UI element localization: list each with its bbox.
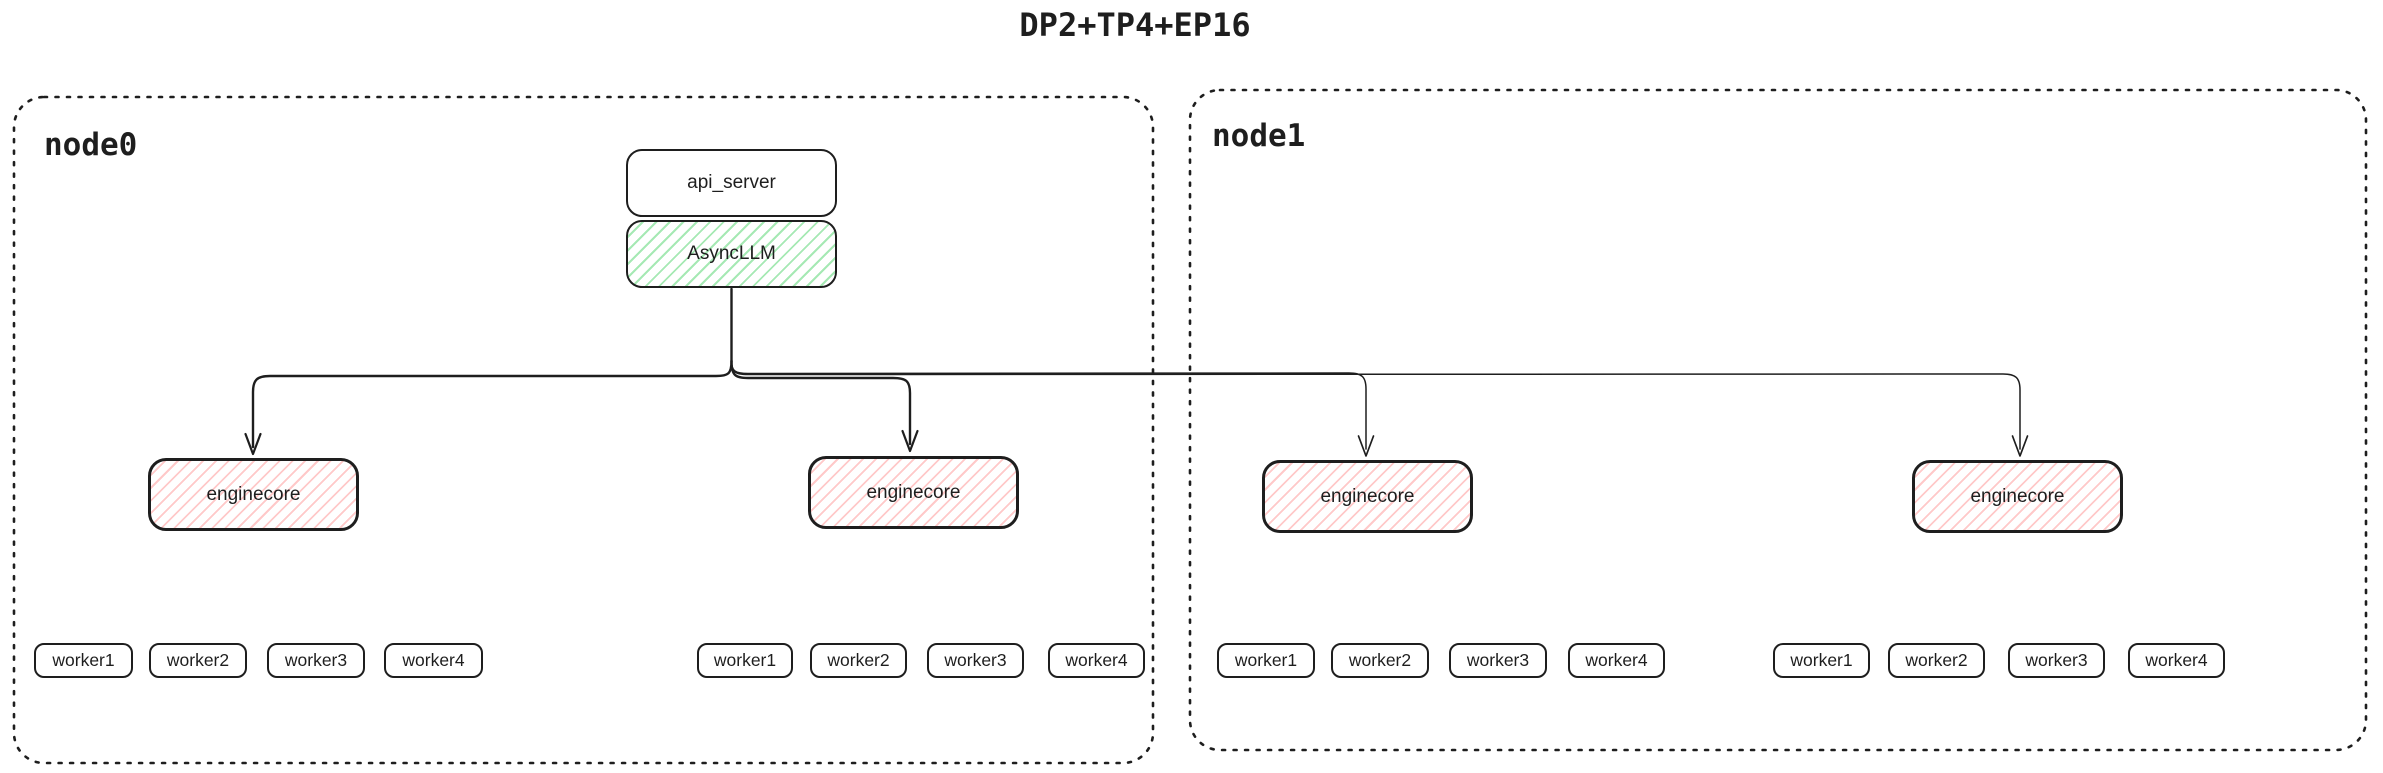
asyncllm-label: AsyncLLM (687, 243, 776, 264)
worker-box: worker4 (384, 643, 483, 678)
worker-label: worker4 (402, 650, 465, 670)
enginecore-box: enginecore (148, 458, 359, 531)
worker-box: worker4 (2128, 643, 2225, 678)
worker-label: worker2 (1905, 650, 1968, 670)
worker-label: worker2 (166, 650, 230, 670)
worker-label: worker3 (1466, 650, 1530, 670)
worker-box: worker2 (1888, 643, 1985, 678)
worker-box: worker1 (1773, 643, 1870, 678)
asyncllm-box: AsyncLLM (626, 220, 837, 288)
worker-label: worker1 (713, 650, 777, 670)
worker-box: worker1 (34, 643, 133, 678)
worker-label: worker1 (52, 650, 115, 670)
enginecore-label: enginecore (1320, 485, 1415, 507)
worker-box: worker2 (1331, 643, 1429, 678)
worker-label: worker3 (284, 650, 348, 670)
worker-box: worker3 (1449, 643, 1547, 678)
worker-box: worker4 (1048, 643, 1145, 678)
worker-box: worker4 (1568, 643, 1665, 678)
node1-frame: node1 enginecore enginecore worker1 work… (1188, 88, 2368, 752)
enginecore-label: enginecore (866, 481, 961, 503)
enginecore-box: enginecore (808, 456, 1019, 529)
worker-box: worker1 (697, 643, 793, 678)
diagram-title: DP2+TP4+EP16 (1019, 6, 1251, 44)
worker-label: worker2 (1348, 650, 1412, 670)
worker-box: worker2 (810, 643, 907, 678)
worker-box: worker3 (267, 643, 365, 678)
worker-label: worker3 (2025, 650, 2088, 670)
enginecore-box: enginecore (1262, 460, 1473, 533)
worker-label: worker2 (827, 650, 890, 670)
worker-box: worker2 (149, 643, 247, 678)
node1-label: node1 (1212, 118, 1306, 154)
worker-label: worker4 (2145, 650, 2208, 670)
worker-label: worker1 (1234, 650, 1298, 670)
worker-label: worker4 (1065, 650, 1128, 670)
worker-box: worker1 (1217, 643, 1315, 678)
node0-frame: node0 api_server AsyncLLM enginecore eng… (12, 95, 1155, 765)
worker-box: worker3 (2008, 643, 2105, 678)
worker-label: worker1 (1790, 650, 1853, 670)
node0-label: node0 (44, 127, 138, 163)
enginecore-label: enginecore (206, 483, 301, 505)
worker-label: worker4 (1585, 650, 1648, 670)
enginecore-label: enginecore (1970, 485, 2065, 507)
worker-box: worker3 (927, 643, 1024, 678)
api-server-box: api_server (626, 149, 837, 217)
worker-label: worker3 (944, 650, 1007, 670)
api-server-label: api_server (687, 172, 776, 193)
enginecore-box: enginecore (1912, 460, 2123, 533)
